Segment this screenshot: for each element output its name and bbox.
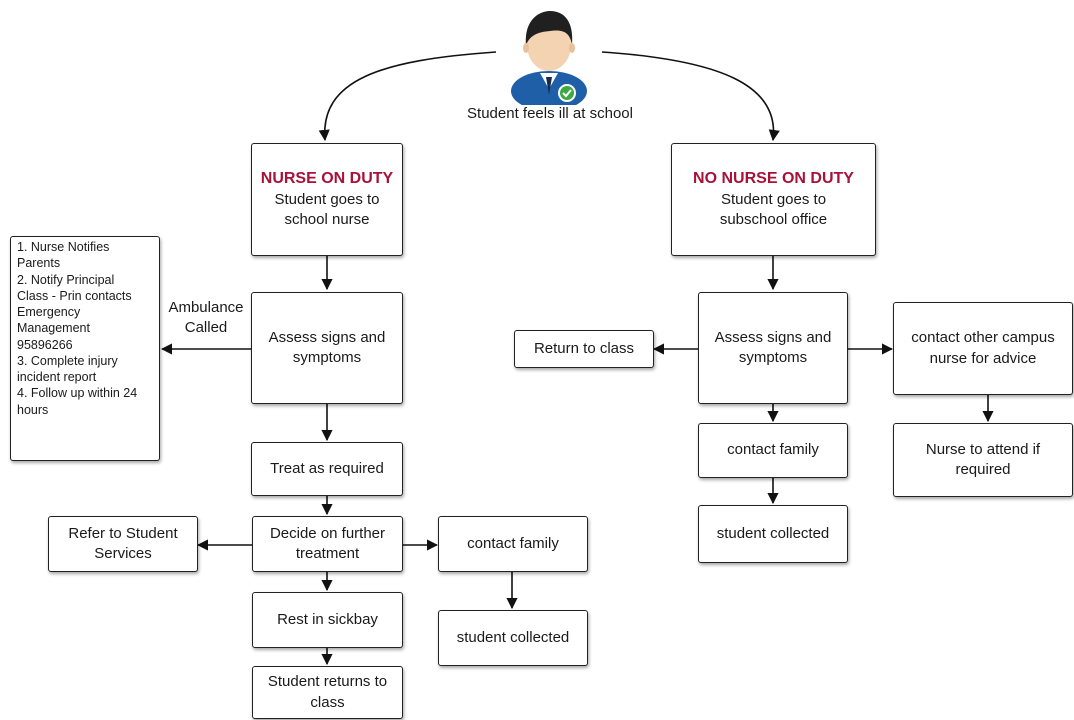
decide-label: Decide on further treatment [269, 524, 386, 562]
nurse-assess-label: Assess signs and symptoms [268, 328, 386, 366]
nurse-contact-family-box: contact family [438, 516, 588, 572]
ambulance-called-label: Ambulance Called [168, 299, 244, 337]
nurse-attend-box: Nurse to attend if required [893, 423, 1073, 497]
nurse-student-collected-box: student collected [438, 610, 588, 666]
office-student-collected-box: student collected [698, 505, 848, 563]
office-assess-box: Assess signs and symptoms [698, 292, 848, 404]
rest-box: Rest in sickbay [252, 592, 403, 648]
office-contact-family-label: contact family [727, 441, 819, 459]
campus-nurse-label: contact other campus nurse for advice [911, 329, 1055, 367]
return-to-class-box: Return to class [514, 330, 654, 368]
office-assess-label: Assess signs and symptoms [714, 328, 832, 366]
nurse-on-duty-box: NURSE ON DUTY Student goes to school nur… [251, 143, 403, 256]
nurse-on-duty-line1: Student goes to [274, 191, 380, 209]
nurse-assess-box: Assess signs and symptoms [251, 292, 403, 404]
rest-label: Rest in sickbay [277, 610, 378, 628]
start-label: Student feels ill at school [467, 105, 633, 122]
refer-box: Refer to Student Services [48, 516, 198, 572]
nurse-on-duty-line2: school nurse [284, 211, 370, 229]
refer-label: Refer to Student Services [68, 524, 178, 562]
returns-box: Student returns to class [252, 666, 403, 719]
nurse-student-collected-label: student collected [456, 628, 570, 646]
treat-box: Treat as required [251, 442, 403, 496]
student-avatar-icon [511, 11, 587, 105]
nurse-actions-note: 1. Nurse Notifies Parents 2. Notify Prin… [10, 236, 160, 461]
no-nurse-on-duty-box: NO NURSE ON DUTY Student goes to subscho… [671, 143, 876, 256]
return-to-class-label: Return to class [533, 339, 635, 357]
nurse-contact-family-label: contact family [467, 534, 559, 552]
decide-box: Decide on further treatment [252, 516, 403, 572]
arrow-start-to-no-nurse [601, 51, 780, 142]
nurse-on-duty-heading: NURSE ON DUTY [260, 170, 394, 188]
treat-label: Treat as required [270, 459, 384, 477]
office-student-collected-label: student collected [716, 524, 830, 542]
no-nurse-on-duty-line1: Student goes to [720, 191, 827, 209]
nurse-attend-label: Nurse to attend if required [925, 440, 1041, 478]
campus-nurse-box: contact other campus nurse for advice [893, 302, 1073, 395]
no-nurse-on-duty-heading: NO NURSE ON DUTY [693, 170, 854, 188]
arrow-start-to-nurse [318, 51, 497, 142]
office-contact-family-box: contact family [698, 423, 848, 478]
nurse-actions-text: 1. Nurse Notifies Parents 2. Notify Prin… [17, 240, 138, 417]
no-nurse-on-duty-line2: subschool office [719, 211, 828, 229]
returns-label: Student returns to class [267, 673, 388, 711]
